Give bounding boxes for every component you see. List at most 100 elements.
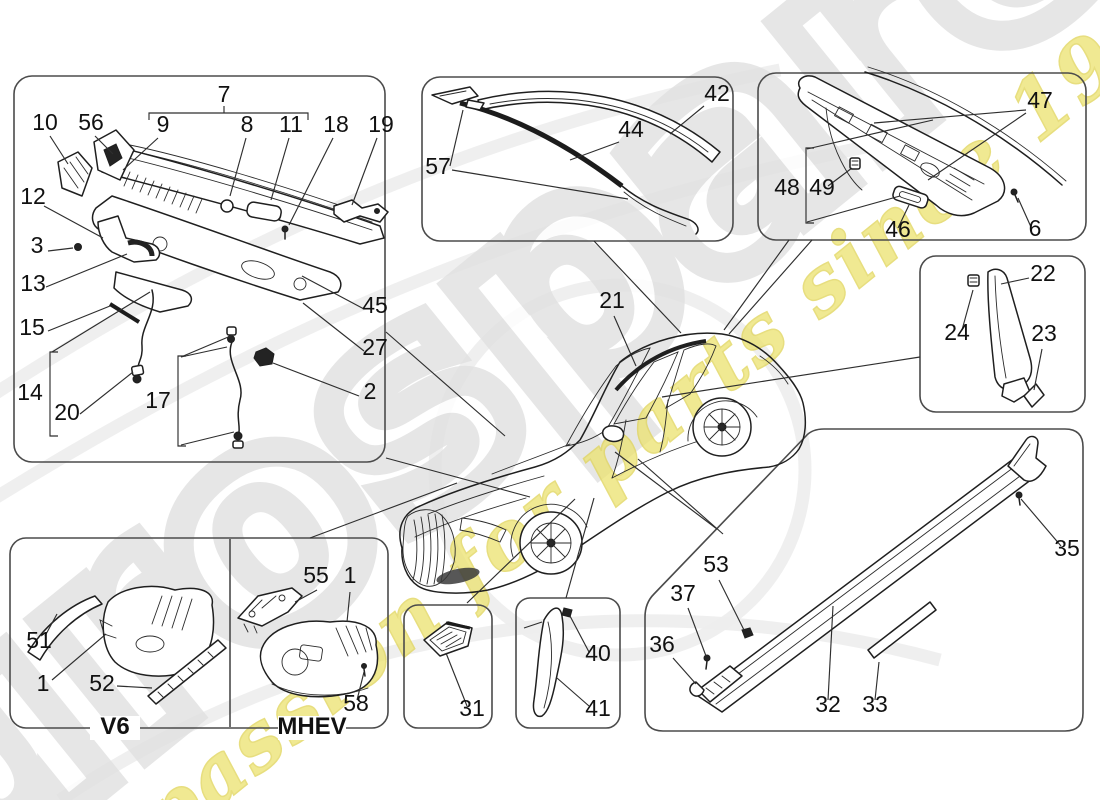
callout-21[interactable]: 21 [599, 287, 625, 313]
callout-9[interactable]: 9 [157, 111, 170, 137]
callout-52[interactable]: 52 [89, 670, 115, 696]
callout-24[interactable]: 24 [944, 319, 970, 345]
sill-strip-33 [867, 601, 937, 659]
callout-17[interactable]: 17 [145, 387, 171, 413]
panel-vent-border [403, 604, 493, 729]
v6-strip-51 [27, 595, 103, 661]
callout-14[interactable]: 14 [17, 379, 43, 405]
car-hood-line [414, 497, 527, 538]
bracket-7-line [148, 106, 309, 120]
callout-2[interactable]: 2 [364, 378, 377, 404]
callout-15[interactable]: 15 [19, 314, 45, 340]
cowl-to-car-leader [385, 331, 506, 437]
sill-end-cap [1007, 435, 1047, 482]
panel-cowl-border [13, 75, 386, 463]
spoiler-corner-57 [431, 86, 485, 111]
shelf-to-car-leader2 [728, 239, 813, 335]
callout-7[interactable]: 7 [218, 81, 231, 107]
callout-45[interactable]: 45 [362, 292, 388, 318]
engine-to-car-leader [309, 482, 458, 539]
panel-pillar-border [919, 255, 1086, 413]
callout-27[interactable]: 27 [362, 334, 388, 360]
car-front-wheel [510, 503, 588, 575]
mhev-bracket-55 [237, 587, 303, 634]
car-headlight [459, 517, 507, 543]
callout-58[interactable]: 58 [343, 690, 369, 716]
car-mirror [602, 425, 625, 443]
v6-cover-ribs [99, 595, 193, 653]
callout-10[interactable]: 10 [32, 109, 58, 135]
callout-labels: 7 10 56 9 8 11 18 19 12 3 13 15 14 20 17… [17, 80, 1080, 740]
callout-53[interactable]: 53 [703, 551, 729, 577]
car-door-line [659, 399, 669, 453]
cowl-rod-15 [108, 302, 141, 324]
callout-12[interactable]: 12 [20, 183, 46, 209]
sill-clip-53 [741, 627, 754, 639]
callout-56[interactable]: 56 [78, 109, 104, 135]
car-body-outline [399, 332, 807, 594]
callout-8[interactable]: 8 [241, 111, 254, 137]
callout-20[interactable]: 20 [54, 399, 80, 425]
cowl-bracket-19 [333, 199, 389, 223]
callout-55[interactable]: 55 [303, 562, 329, 588]
car-rear-wheel [687, 397, 758, 457]
engine-mhev-drawing [237, 587, 379, 698]
callout-18[interactable]: 18 [323, 111, 349, 137]
callout-44[interactable]: 44 [618, 116, 644, 142]
car-grille-bars [412, 513, 446, 585]
pillar-trim-22 [987, 268, 1033, 391]
pillar-clip-24 [967, 274, 980, 287]
vent-drawing [423, 621, 473, 657]
callout-1-v6[interactable]: 1 [37, 670, 50, 696]
variant-label-v6: V6 [100, 713, 129, 740]
spoiler-42 [477, 90, 721, 163]
sill-to-car-leader2 [637, 458, 724, 535]
shelf-to-car-leader [723, 239, 790, 331]
panel-shield-border [515, 597, 621, 729]
callout-35[interactable]: 35 [1054, 535, 1080, 561]
sill-front-bracket [689, 665, 743, 703]
watermark-swoosh [0, 133, 902, 503]
callout-33[interactable]: 33 [862, 691, 888, 717]
shield-screw-40 [561, 607, 573, 618]
callout-49[interactable]: 49 [809, 174, 835, 200]
shelf-lamp-46 [892, 185, 929, 209]
car-door-line [611, 419, 627, 479]
callout-13[interactable]: 13 [20, 270, 46, 296]
callout-32[interactable]: 32 [815, 691, 841, 717]
callout-48[interactable]: 48 [774, 174, 800, 200]
callout-22[interactable]: 22 [1030, 260, 1056, 286]
cowl-nozzle-2 [253, 347, 275, 367]
callout-19[interactable]: 19 [368, 111, 394, 137]
cowl-hose-14 [137, 289, 154, 369]
panel-spoiler-border [421, 76, 734, 242]
callout-42[interactable]: 42 [704, 80, 730, 106]
callout-40[interactable]: 40 [585, 640, 611, 666]
callout-11[interactable]: 11 [279, 111, 303, 137]
cowl-hose-17-fittings [226, 326, 244, 449]
callout-51[interactable]: 51 [26, 627, 52, 653]
callout-46[interactable]: 46 [885, 216, 911, 242]
callout-6[interactable]: 6 [1029, 215, 1042, 241]
callout-47[interactable]: 47 [1027, 87, 1053, 113]
v6-label-mask [90, 716, 140, 740]
callout-41[interactable]: 41 [585, 695, 611, 721]
sill-drawing [689, 435, 1047, 713]
panel-engine-border [9, 537, 389, 729]
callout-57[interactable]: 57 [425, 153, 451, 179]
mhev-cover-ribs [271, 625, 373, 696]
car-hood-line [427, 475, 545, 515]
car-roof-moulding-21 [614, 339, 707, 392]
cowl-panel-drawing [57, 129, 389, 449]
pillar-drawing [967, 268, 1045, 408]
callout-37[interactable]: 37 [670, 580, 696, 606]
callout-1-mhev[interactable]: 1 [344, 562, 357, 588]
panel-shelf-border [757, 72, 1087, 241]
callout-3[interactable]: 3 [31, 232, 44, 258]
callout-36[interactable]: 36 [649, 631, 675, 657]
callout-31[interactable]: 31 [459, 695, 485, 721]
callout-23[interactable]: 23 [1031, 320, 1057, 346]
sill-screw-35 [1015, 491, 1023, 506]
